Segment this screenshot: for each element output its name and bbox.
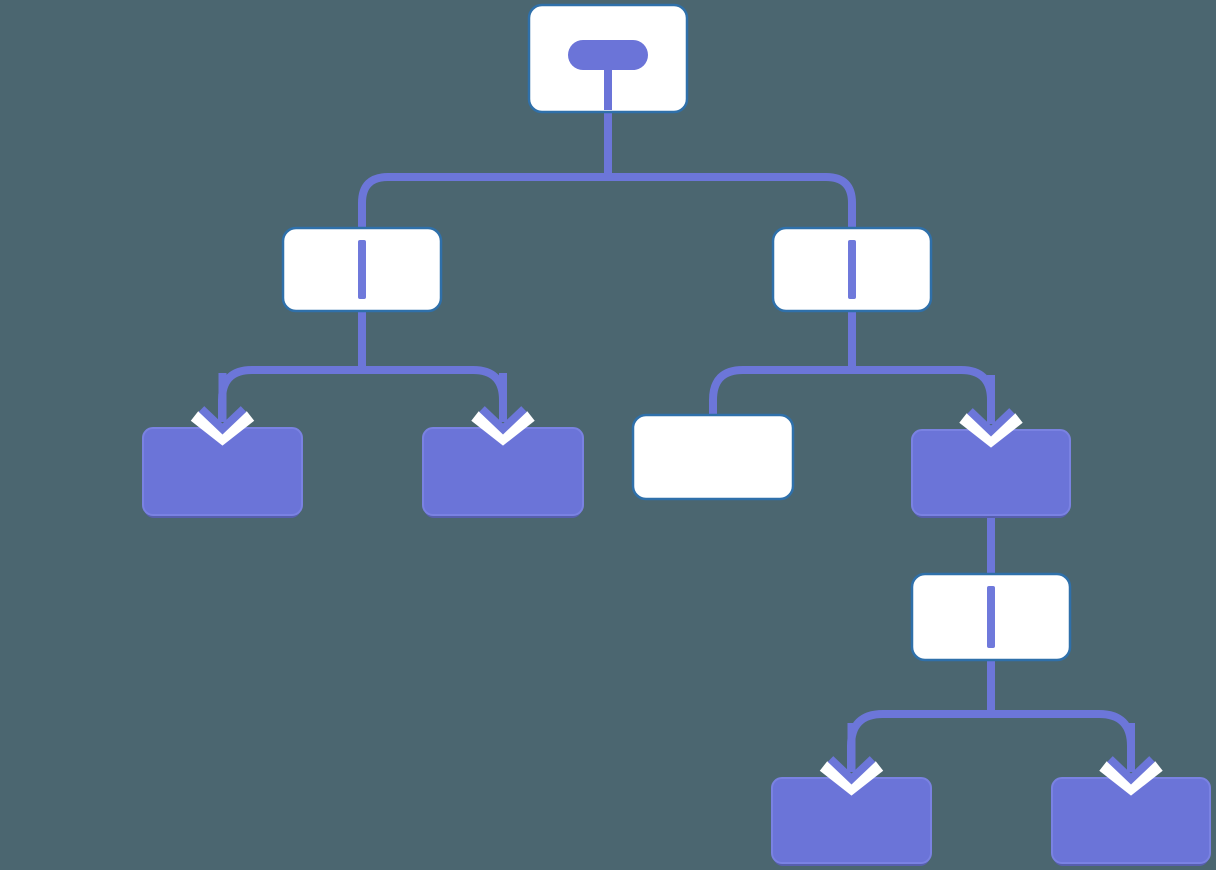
node-leaf-left-1 [142, 427, 303, 518]
node-leaf-left-2 [422, 427, 584, 518]
connector-edge-rail-left [218, 366, 507, 421]
connector-edge-rail-bottom [847, 710, 1135, 770]
arrow-head [967, 408, 1015, 437]
down-chevron-arrow-icon-leaf-bottom-2 [1099, 723, 1163, 796]
node-child-target [911, 429, 1071, 518]
arrow-head [1107, 756, 1155, 785]
arrow-head [198, 406, 247, 435]
arrows-layer [190, 373, 1163, 796]
connector-edge-rail-top [358, 173, 856, 230]
node-child-plain [631, 413, 795, 501]
node-branch-left [281, 226, 443, 313]
node-branch-bottom [910, 572, 1072, 662]
node-root [527, 3, 689, 114]
pill-stem [604, 66, 612, 110]
arrow-white-casing [959, 413, 1023, 448]
pass-through-bar-icon [358, 240, 366, 299]
node-leaf-bottom-2 [1051, 777, 1211, 866]
pass-through-bar-icon [987, 586, 995, 648]
node-leaf-bottom-1 [771, 777, 932, 866]
nodes-layer [142, 3, 1211, 866]
white-node-box [631, 413, 795, 501]
down-chevron-arrow-icon-child-target [959, 375, 1023, 448]
down-chevron-arrow-icon-leaf-left-1 [190, 373, 255, 446]
down-chevron-arrow-icon-leaf-left-2 [471, 373, 535, 446]
arrow-white-casing [819, 761, 884, 796]
arrow-white-casing [471, 411, 535, 446]
start-pill-icon [568, 40, 648, 70]
arrow-head [479, 406, 527, 435]
pass-through-bar-icon [848, 240, 856, 299]
node-branch-right [771, 226, 933, 313]
arrow-head [827, 756, 876, 785]
arrow-white-casing [1099, 761, 1163, 796]
down-chevron-arrow-icon-leaf-bottom-1 [819, 723, 884, 796]
arrow-white-casing [190, 411, 255, 446]
